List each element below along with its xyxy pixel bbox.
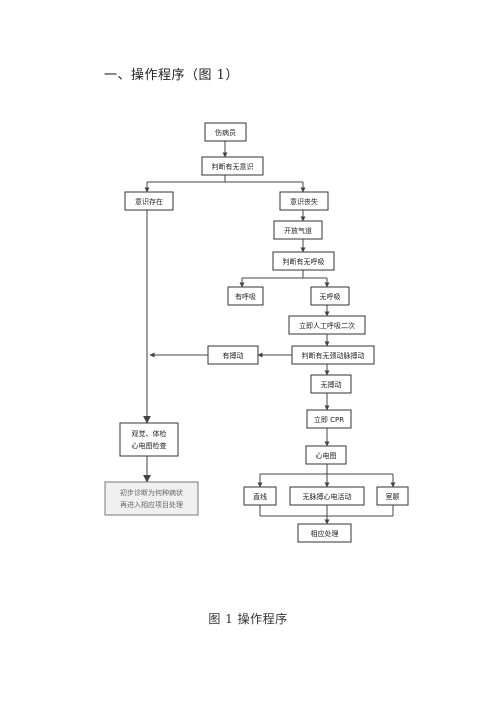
node-treatment: 相应处理: [297, 523, 352, 543]
node-exam-label-line2: 心电图检查: [132, 441, 167, 450]
node-judge-pulse-label: 判断有无颈动脉搏动: [302, 351, 365, 360]
node-pea: 无脉搏心电活动: [289, 486, 365, 506]
node-rescue-breaths: 立即人工呼吸二次: [288, 315, 366, 335]
node-cpr: 立即 CPR: [306, 409, 352, 429]
node-open-airway-label: 开放气道: [284, 226, 312, 235]
node-cpr-label: 立即 CPR: [314, 415, 344, 424]
node-straight-line: 直线: [243, 486, 277, 506]
node-unconscious: 意识丧失: [279, 191, 329, 211]
section-heading: 一、操作程序（图 1）: [104, 68, 239, 83]
node-judge-consciousness-label: 判断有无意识: [212, 162, 254, 171]
node-judge-consciousness: 判断有无意识: [201, 156, 264, 176]
node-conscious: 意识存在: [124, 191, 174, 211]
node-vf-label: 室颤: [386, 492, 400, 501]
node-has-pulse-label: 有搏动: [223, 351, 244, 360]
node-conscious-label: 意识存在: [135, 197, 163, 206]
figure-caption: 图 1 操作程序: [208, 612, 288, 626]
node-further-processing: 初步诊断为何种病状 再进入相应项目处理: [104, 481, 199, 516]
node-ecg-label: 心电图: [316, 451, 337, 460]
node-further-label-line1: 初步诊断为何种病状: [120, 488, 183, 497]
node-further-label-line2: 再进入相应项目处理: [120, 500, 183, 509]
node-injured-label: 伤病员: [215, 128, 236, 137]
node-no-pulse-label: 无搏动: [321, 380, 342, 389]
node-judge-pulse: 判断有无颈动脉搏动: [291, 345, 375, 365]
node-vf: 室颤: [376, 486, 409, 506]
node-open-airway: 开放气道: [273, 220, 323, 240]
node-judge-breathing: 判断有无呼吸: [272, 251, 335, 271]
node-injured: 伤病员: [204, 122, 247, 142]
node-ecg: 心电图: [305, 445, 347, 465]
node-breathing: 有呼吸: [227, 286, 264, 306]
flowchart-edges: [143, 141, 396, 525]
node-no-breathing: 无呼吸: [310, 286, 350, 306]
node-unconscious-label: 意识丧失: [290, 197, 318, 206]
node-judge-breathing-label: 判断有无呼吸: [283, 257, 325, 266]
node-no-pulse: 无搏动: [310, 374, 352, 394]
node-no-breathing-label: 无呼吸: [320, 292, 341, 301]
node-breathing-label: 有呼吸: [235, 292, 256, 301]
node-treatment-label: 相应处理: [311, 529, 339, 538]
node-pea-label: 无脉搏心电活动: [303, 492, 352, 501]
node-exam: 观觉、体检 心电图检查: [119, 422, 179, 457]
node-rescue-breaths-label: 立即人工呼吸二次: [299, 321, 355, 330]
node-exam-label-line1: 观觉、体检: [132, 429, 167, 438]
node-straight-line-label: 直线: [253, 492, 267, 501]
node-has-pulse: 有搏动: [207, 345, 259, 365]
